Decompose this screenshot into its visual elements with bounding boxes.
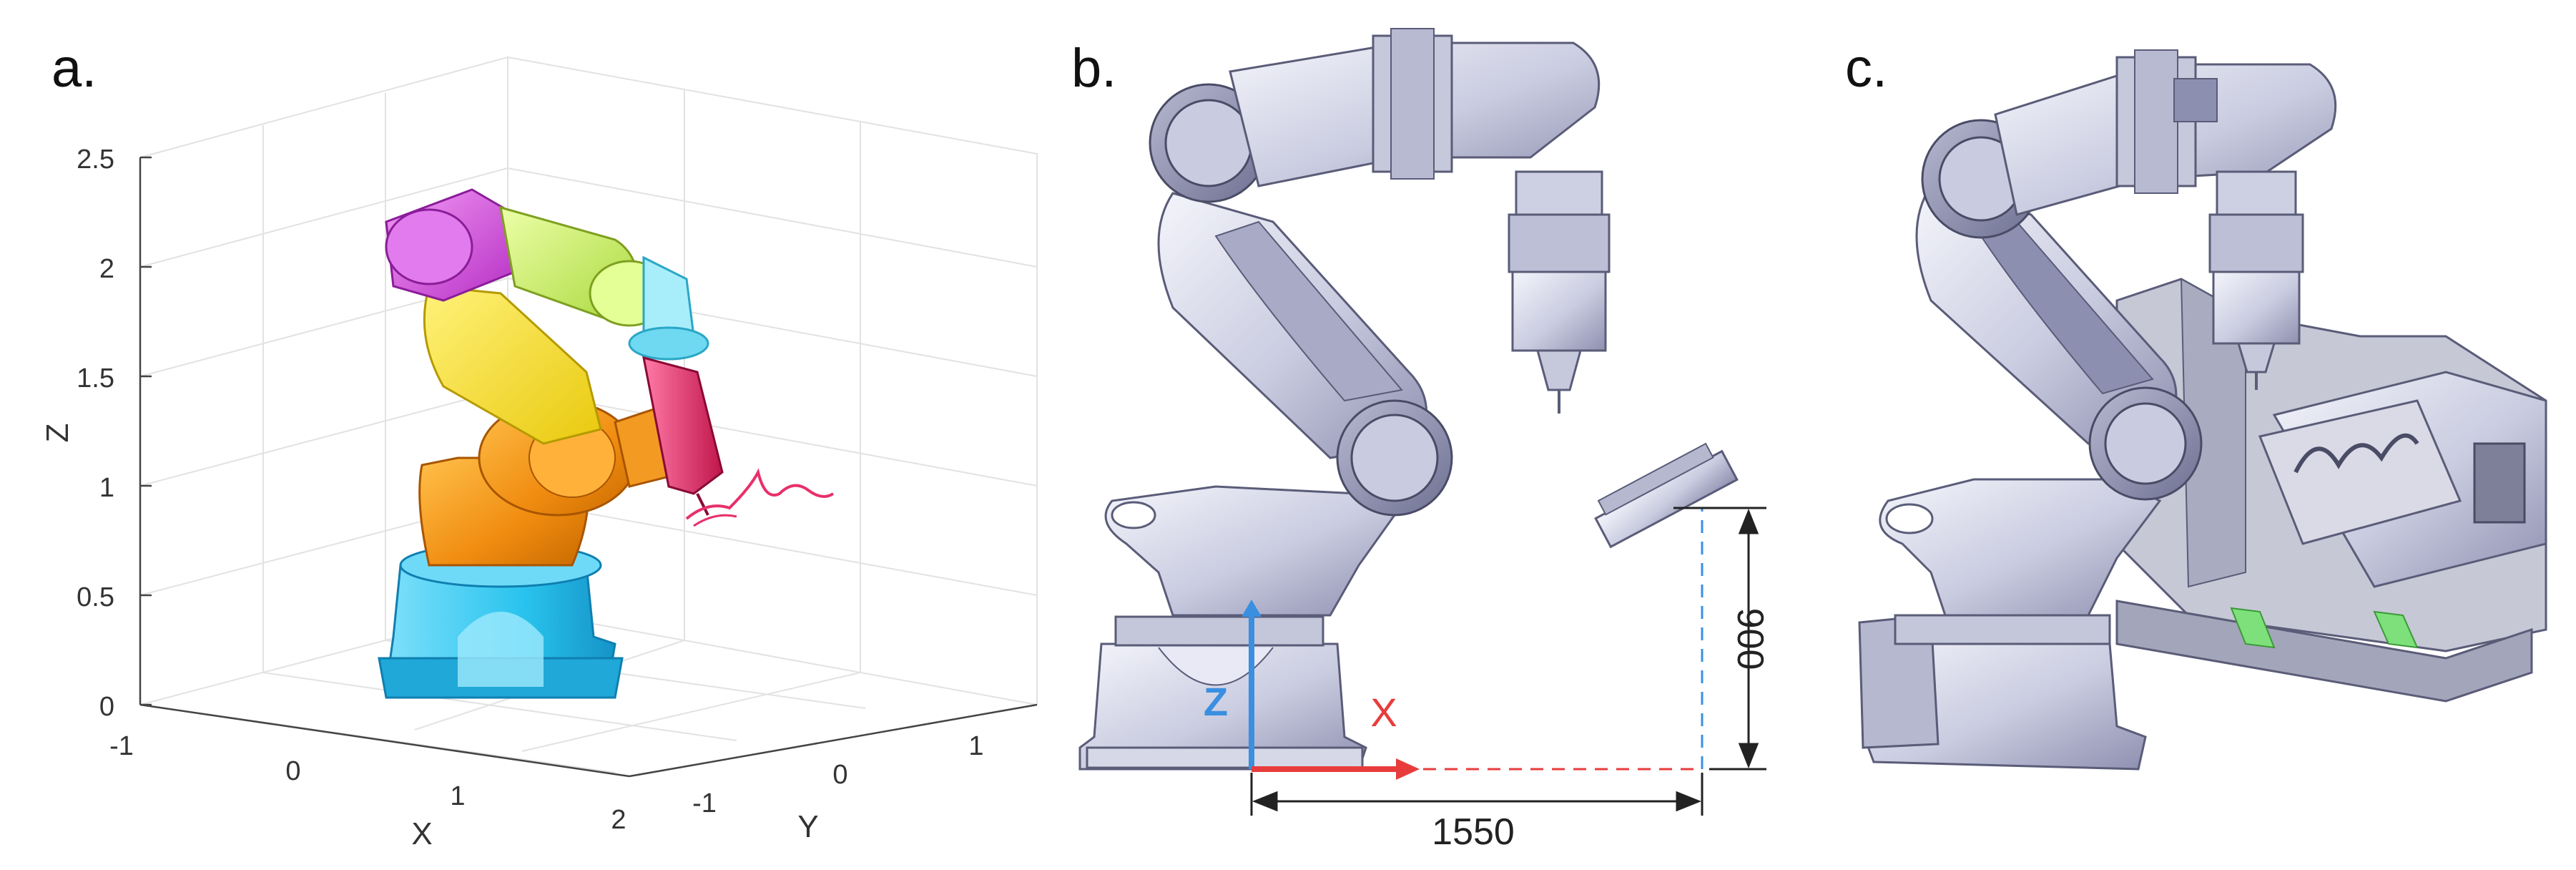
x-tick-2: 2 <box>611 805 626 835</box>
dimension-900: 900 <box>1729 608 1771 670</box>
workcell-frame <box>2115 278 2547 703</box>
panel-c-cad <box>1858 49 2547 771</box>
panel-a-label: a. <box>51 38 97 99</box>
robot-b-upper-arm <box>1229 28 1601 187</box>
robot-c-lower-arm <box>1915 185 2178 445</box>
x-axis-label-b: X <box>1370 690 1397 735</box>
x-axis-label: X <box>411 816 432 851</box>
robot-b-elbow-joint <box>1336 399 1453 517</box>
panel-c-label: c. <box>1845 38 1888 99</box>
panel-a-plot: 0 0.5 1 1.5 2 2.5 Z -1 0 1 2 X -1 0 1 Y <box>40 56 1038 851</box>
robot-b-shoulder <box>1104 485 1397 617</box>
plot-axes <box>139 157 1038 778</box>
y-tick-1: 1 <box>968 731 983 761</box>
x-tick-neg1: -1 <box>109 731 134 761</box>
y-tick-neg1: -1 <box>692 788 717 818</box>
z-axis-label: Z <box>40 424 75 443</box>
z-tick-1.5: 1.5 <box>77 363 114 394</box>
z-tick-0: 0 <box>99 692 114 722</box>
z-tick-0.5: 0.5 <box>77 582 114 612</box>
green-pad-left <box>2230 607 2276 649</box>
robot-b-lower-arm <box>1157 192 1428 459</box>
robot-b-top-joint <box>1149 83 1269 203</box>
robot-c-spindle <box>2208 170 2304 390</box>
dimension-1550: 1550 <box>1432 811 1515 853</box>
tool-trajectory-path <box>685 468 835 520</box>
z-tick-1: 1 <box>99 473 114 503</box>
green-pad-right <box>2373 610 2419 649</box>
z-tick-2.5: 2.5 <box>77 145 114 175</box>
robot-b-base <box>1078 615 1367 771</box>
robot-upper-arm-link <box>423 285 602 445</box>
robot-b-spindle <box>1508 170 1611 414</box>
colored-robot-model <box>378 188 835 699</box>
robot-wrist-link <box>628 255 709 361</box>
dimension-vertical <box>1673 507 1766 771</box>
robot-c-elbow-joint <box>2088 386 2203 501</box>
x-tick-1: 1 <box>450 781 465 811</box>
robot-c-base <box>1858 614 2147 771</box>
robot-elbow-link <box>385 188 516 302</box>
x-tick-0: 0 <box>285 756 300 786</box>
panel-b-label: b. <box>1071 38 1117 99</box>
y-axis-label: Y <box>797 809 818 844</box>
robot-tool-link <box>642 356 724 516</box>
robot-base-link <box>378 542 624 699</box>
robot-c-upper-arm <box>1994 49 2337 216</box>
robot-c-shoulder <box>1879 478 2162 617</box>
dimension-horizontal <box>1250 773 1704 816</box>
z-axis-label-b: Z <box>1204 679 1228 724</box>
panel-b-cad: Z X 1550 900 <box>1078 28 1771 853</box>
z-tick-2: 2 <box>99 254 114 284</box>
robot-b-workpiece <box>1594 442 1739 549</box>
y-tick-0: 0 <box>832 760 847 790</box>
